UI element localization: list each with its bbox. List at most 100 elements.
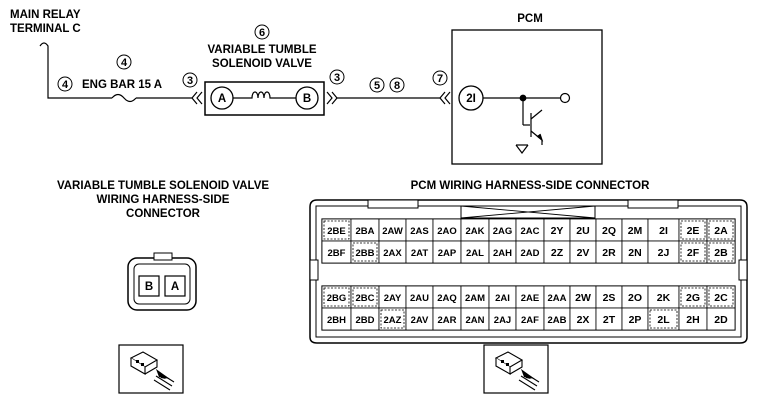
circle-wire-mid-b: 8 [389,77,405,93]
pcm-pin-2p: 2P [629,314,642,326]
pcm-pin-hatch [708,287,734,307]
pcm-pin-2u: 2U [576,225,589,237]
pcm-pin-2bc: 2BC [355,293,374,304]
pcm-pin-2au: 2AU [410,293,429,304]
pcm-pin-hatch [708,220,734,240]
pcm-pin-hatch [323,287,350,307]
pcm-internal-node [559,92,571,104]
wire-main-relay [39,42,112,99]
pcm-connector-title: PCM WIRING HARNESS-SIDE CONNECTOR [411,180,650,192]
pcm-pin-2b: 2B [714,247,728,259]
pcm-pin-2ag: 2AG [493,226,513,237]
pcm-label: PCM [517,13,543,25]
pcm-pin-2av: 2AV [411,315,429,326]
pcm-pin-2c: 2C [714,292,728,304]
pcm-pin-2af: 2AF [521,315,539,326]
pcm-pin-2al: 2AL [466,248,484,259]
svg-text:2I: 2I [466,93,476,105]
pcm-pin-2ba: 2BA [355,226,374,237]
pcm-connector-housing [309,199,748,344]
pcm-pin-2ae: 2AE [521,293,539,304]
svg-text:B: B [303,93,311,105]
pcm-pin-hatch [708,242,734,262]
pcm-pin-2f: 2F [687,247,700,259]
circle-valve-out: 3 [329,69,345,85]
pcm-pin-2ap: 2AP [438,248,457,259]
pcm-pin-2q: 2Q [602,225,616,237]
pcm-pin-2at: 2AT [411,248,428,259]
pcm-pin-2aw: 2AW [382,226,403,237]
pcm-pin-2t: 2T [603,314,616,326]
pcm-pin-2as: 2AS [410,226,428,237]
pcm-pin-hatch [323,220,350,240]
pcm-pin-cell [706,240,736,264]
circle-pcm-in: 7 [432,70,448,86]
pcm-pin-2an: 2AN [465,315,484,326]
pcm-pin-2d: 2D [714,314,728,326]
fuse-label: ENG BAR 15 A [82,79,162,91]
svg-text:8: 8 [394,80,400,92]
circle-wire-mid-a: 5 [369,77,385,93]
pcm-connector-upper-block: 2BE 2BA 2AW 2AS 2AO 2AK 2AG 2AC 2Y 2U 2Q 2M 2I 2E 2A 2B… [321,218,736,264]
pcm-pin-2aa: 2AA [547,293,566,304]
svg-text:3: 3 [334,72,340,84]
pcm-pin-2ab: 2AB [547,315,566,326]
pcm-pin-2m: 2M [628,225,643,237]
pcm-pin-hatch [352,242,378,262]
pcm-pin-2ah: 2AH [493,248,512,259]
pcm-pin-hatch [680,242,706,262]
svg-text:4: 4 [62,79,69,91]
plug-icon [483,344,549,394]
fuse-symbol [111,93,137,103]
pcm-pin-2aj: 2AJ [494,315,511,326]
pcm-pin-hatch [649,309,678,329]
valve-connector-title-line1: VARIABLE TUMBLE SOLENOID VALVE [57,180,269,192]
main-relay-label-line2: TERMINAL C [10,23,81,35]
pcm-terminal-2i: 2I [458,85,484,111]
pcm-pin-2ao: 2AO [437,226,457,237]
pcm-pin-2bh: 2BH [327,315,346,326]
pcm-pin-2k: 2K [657,292,671,304]
pcm-pin-2s: 2S [603,292,616,304]
pcm-pin-2y: 2Y [551,225,564,237]
pcm-pin-2a: 2A [714,225,728,237]
plug-icon [118,344,184,394]
valve-title-line2: SOLENOID VALVE [212,58,312,70]
pcm-pin-2ai: 2AI [495,293,510,304]
valve-connector-face: B A [127,252,197,311]
pcm-pin-hatch [352,287,378,307]
connector-chevron-pcm [439,91,451,105]
pcm-pin-2z: 2Z [551,247,564,259]
pcm-pin-2l: 2L [657,314,670,326]
pcm-pin-2i: 2I [659,225,668,237]
svg-text:A: A [218,93,226,105]
connector-chevron-out [326,91,338,105]
pcm-pin-hatch [380,309,405,329]
pcm-pin-2ar: 2AR [437,315,456,326]
valve-connector-title-line2: WIRING HARNESS-SIDE [97,194,230,206]
pcm-pin-2ax: 2AX [383,248,402,259]
circle-valve-in: 3 [182,72,198,88]
solenoid-coil [233,91,296,99]
circle-fuse-ref: 4 [116,54,132,70]
pcm-pin-2ak: 2AK [465,226,484,237]
pcm-pin-2ay: 2AY [384,293,402,304]
valve-title-line1: VARIABLE TUMBLE [207,44,316,56]
pcm-pin-2e: 2E [687,225,700,237]
svg-text:7: 7 [437,73,443,85]
main-relay-label-line1: MAIN RELAY [10,9,81,21]
pcm-pin-2n: 2N [628,247,641,259]
pcm-pin-2x: 2X [577,314,590,326]
pcm-pin-2r: 2R [602,247,616,259]
valve-connector-pin-a: A [171,281,179,293]
svg-text:3: 3 [187,75,193,87]
valve-connector-pin-b: B [145,281,153,293]
transistor-symbol [483,94,561,154]
pcm-pin-2ac: 2AC [520,226,539,237]
pcm-pin-2be: 2BE [327,226,345,237]
connector-chevron-in [191,91,203,105]
valve-connector-title-line3: CONNECTOR [126,208,201,220]
pcm-pin-2bg: 2BG [327,293,347,304]
